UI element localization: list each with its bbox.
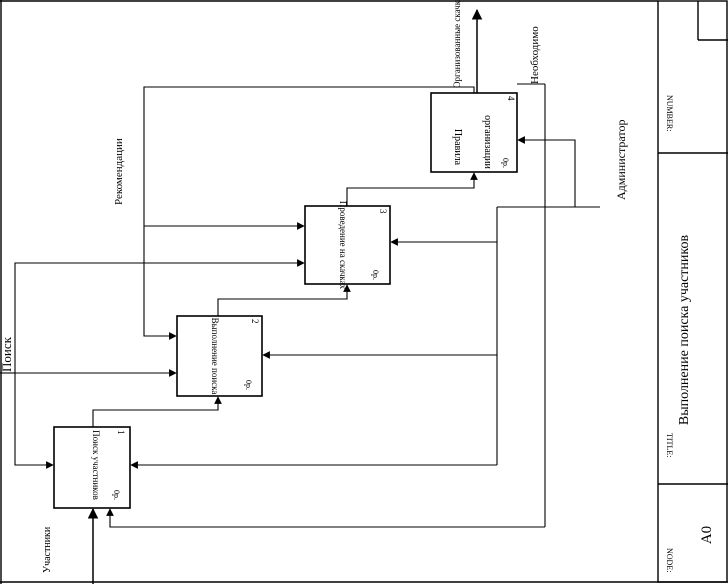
flow-box1-to-box2 [92, 396, 222, 427]
search-to-box1 [14, 373, 54, 469]
administrator-label: Администратор [614, 120, 628, 200]
box-4-cost: 0р. [501, 158, 510, 168]
box-1-label: Поиск участников [91, 430, 101, 500]
flow-box2-to-box3 [217, 284, 351, 316]
box-3-number: 3 [378, 209, 388, 214]
administrator-to-box4 [517, 136, 576, 207]
diagram-title: Выполнение поиска участников [677, 235, 692, 426]
necessary-label: Необходимо [529, 26, 541, 84]
box-2-number: 2 [250, 319, 260, 324]
organized-races-label: Организованные скачки [452, 0, 462, 88]
activity-box-4: 4 Правила организации 0р. [430, 92, 518, 173]
box-4-label-line2: организации [482, 115, 493, 169]
flow-box3-to-box4 [346, 172, 478, 206]
recommendations-loop [143, 86, 475, 340]
number-label: NUMBER: [665, 95, 674, 131]
necessary-to-box1 [106, 508, 545, 528]
box-3-label: Проведение на скачках [338, 201, 348, 290]
box-4-label-line1: Правила [452, 129, 463, 166]
participants-label: Участники [42, 526, 53, 573]
node-label: NODE: [665, 548, 674, 572]
activity-box-3: 3 Проведение на скачках 0р. [304, 201, 391, 290]
search-to-box3 [14, 259, 305, 373]
title-block: NUMBER: TITLE: Выполнение поиска участни… [657, 0, 728, 583]
recommendations-label: Рекомендации [113, 138, 125, 205]
search-label: Поиск [0, 336, 14, 372]
node-id: A0 [699, 526, 715, 544]
activity-box-2: 2 Выполнение поиска 0р. [176, 315, 263, 397]
activity-box-1: 1 Поиск участников 0р. [53, 426, 131, 509]
box-1-number: 1 [116, 430, 126, 435]
title-label: TITLE: [665, 433, 674, 457]
box-1-cost: 0р. [112, 490, 121, 500]
box-3-cost: 0р. [371, 270, 380, 280]
box-2-label: Выполнение поиска [210, 318, 220, 395]
box-2-cost: 0р. [244, 380, 253, 390]
box-4-number: 4 [506, 96, 516, 101]
